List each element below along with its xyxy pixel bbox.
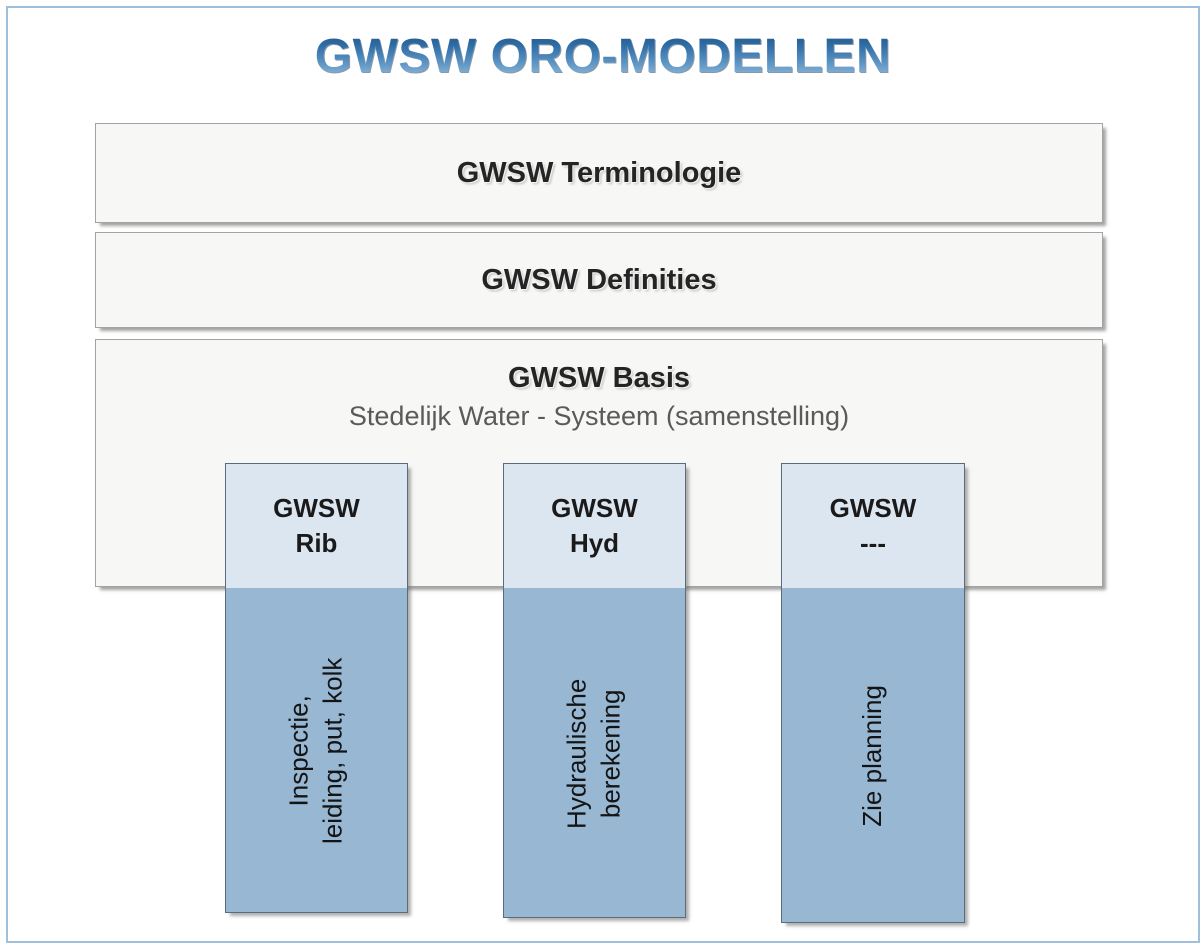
pillar-planning-head-line2: ---: [860, 528, 886, 558]
diagram-title-wrapper: GWSW ORO-MODELLEN: [3, 29, 1200, 84]
pillar-rib-head-line2: Rib: [295, 528, 338, 558]
pillar-hyd-body: Hydraulische berekening: [504, 588, 685, 917]
band-definities-title: GWSW Definities: [481, 263, 717, 296]
band-gwsw-terminologie: GWSW Terminologie: [95, 123, 1103, 223]
pillar-gwsw-hyd: GWSW Hyd Hydraulische berekening: [503, 463, 686, 918]
pillar-hyd-body-line1: Hydraulische: [561, 678, 592, 829]
pillar-hyd-header: GWSW Hyd: [504, 464, 685, 588]
band-gwsw-definities: GWSW Definities: [95, 232, 1103, 328]
pillar-hyd-vertical-text: Hydraulische berekening: [561, 678, 629, 828]
pillar-rib-body-line2: leiding, put, kolk: [317, 657, 348, 845]
pillar-rib-body: Inspectie, leiding, put, kolk: [226, 588, 407, 912]
pillar-planning-vertical-text: Zie planning: [856, 685, 890, 827]
pillar-planning-head-line1: GWSW: [829, 492, 917, 523]
band-basis-title: GWSW Basis: [507, 362, 691, 394]
pillar-hyd-body-line2: berekening: [595, 689, 626, 818]
page-title: GWSW ORO-MODELLEN: [314, 30, 892, 83]
pillar-gwsw-planning: GWSW --- Zie planning: [781, 463, 965, 923]
pillar-rib-body-line1: Inspectie,: [283, 695, 314, 807]
pillar-planning-body: Zie planning: [782, 588, 964, 922]
pillar-hyd-head-line1: GWSW: [551, 492, 638, 523]
pillar-planning-body-line1: Zie planning: [857, 685, 888, 827]
band-terminologie-title: GWSW Terminologie: [456, 156, 742, 189]
pillar-planning-header: GWSW ---: [782, 464, 964, 588]
band-basis-subtitle: Stedelijk Water - Systeem (samenstelling…: [348, 401, 850, 431]
pillar-rib-header: GWSW Rib: [226, 464, 407, 588]
pillar-rib-vertical-text: Inspectie, leiding, put, kolk: [283, 658, 351, 844]
pillar-rib-head-line1: GWSW: [273, 492, 360, 523]
pillar-hyd-head-line2: Hyd: [569, 528, 620, 558]
band-basis-content: GWSW Basis Stedelijk Water - Systeem (sa…: [96, 340, 1102, 432]
pillar-gwsw-rib: GWSW Rib Inspectie, leiding, put, kolk: [225, 463, 408, 913]
